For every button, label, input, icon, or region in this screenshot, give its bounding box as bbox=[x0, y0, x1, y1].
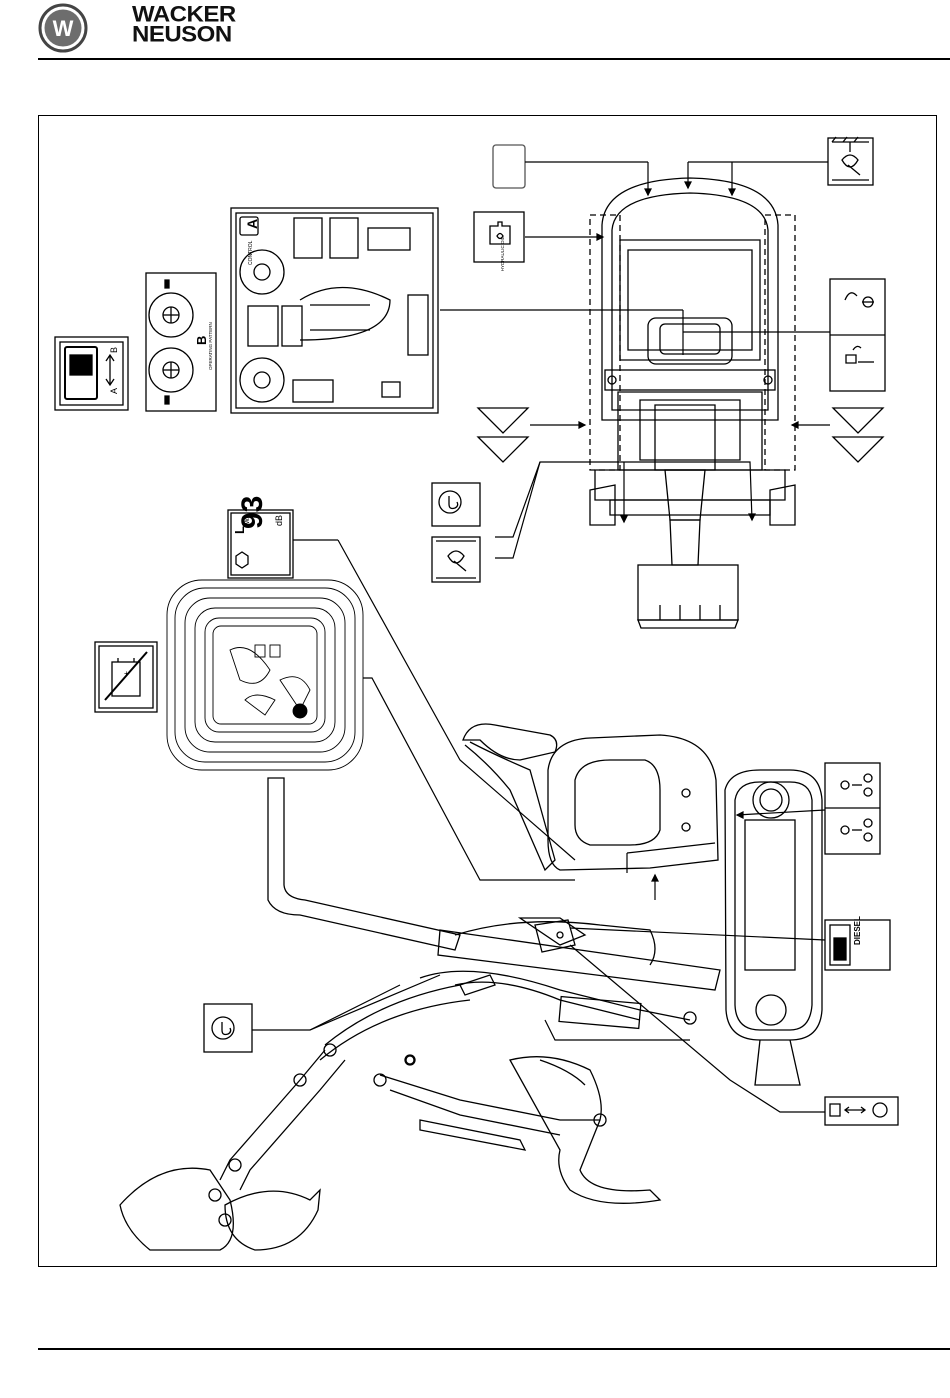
switch-icon: A B bbox=[55, 337, 128, 410]
load-diagram bbox=[167, 580, 363, 770]
noise-sub: WA bbox=[245, 515, 251, 524]
noise-level-icon: 93 L WA dB bbox=[228, 496, 293, 578]
pattern-b-caption: OPERATING PATTERN bbox=[208, 322, 213, 370]
tie-down-icon bbox=[828, 137, 873, 185]
hydraulic-oil-icon: HYDRAULIC OIL bbox=[474, 212, 524, 271]
fork-lift-icon bbox=[825, 763, 880, 854]
switch-label-b: B bbox=[109, 347, 119, 353]
lifting-hook-icon bbox=[204, 1004, 252, 1052]
footer-rule bbox=[38, 1348, 950, 1350]
excavator-side-view bbox=[120, 724, 822, 1250]
blank-label bbox=[493, 145, 525, 188]
lifting-hook-icon bbox=[432, 483, 480, 526]
noise-symbol: L bbox=[232, 526, 247, 534]
fork-lift-icon bbox=[830, 279, 885, 391]
diesel-icon: DIESEL bbox=[825, 916, 890, 970]
switch-label-a: A bbox=[109, 388, 119, 394]
noise-unit: dB bbox=[274, 515, 284, 526]
noise-value: 93 bbox=[236, 496, 269, 529]
diesel-title: DIESEL bbox=[853, 916, 862, 945]
excavator-top-view bbox=[590, 178, 795, 628]
pattern-a-label: A CONTROL bbox=[231, 208, 438, 413]
battery-icon: + bbox=[95, 642, 157, 712]
switch-icon bbox=[825, 1097, 898, 1125]
pattern-b-label: B OPERATING PATTERN bbox=[146, 273, 216, 411]
hydraulic-caption: HYDRAULIC OIL bbox=[500, 236, 505, 271]
caution-triangles-right bbox=[833, 408, 883, 462]
pattern-b-letter: B bbox=[194, 336, 209, 345]
svg-text:+: + bbox=[124, 669, 129, 678]
tie-down-icon bbox=[432, 537, 480, 582]
pattern-a-letter: A bbox=[244, 219, 260, 229]
caution-triangles-left bbox=[478, 408, 528, 462]
